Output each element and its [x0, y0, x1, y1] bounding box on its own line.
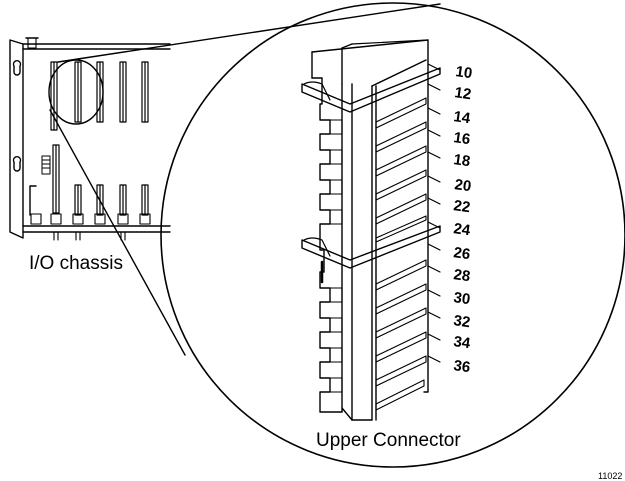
connector-top-face	[311, 43, 353, 85]
connector-contacts-upper	[375, 97, 427, 243]
pin-label: 28	[452, 266, 471, 285]
chassis-label: I/O chassis	[29, 253, 123, 274]
connector-contacts-lower	[375, 259, 427, 411]
pin-label: 24	[452, 220, 472, 239]
pin-label: 10	[454, 63, 473, 82]
chassis-zoom-circle	[48, 59, 104, 125]
chassis-feet	[30, 213, 151, 241]
connector-latch-lower	[301, 225, 441, 269]
pin-label: 34	[452, 333, 472, 352]
magnified-detail-circle	[160, 2, 625, 468]
chassis-grille-icon	[41, 155, 51, 175]
chassis-upper-slots	[50, 61, 149, 131]
pin-label: 14	[452, 108, 472, 127]
chassis-side-plate	[9, 39, 24, 239]
pin-label: 36	[452, 357, 471, 376]
pin-label: 32	[452, 312, 471, 331]
mounting-hole-top	[12, 60, 22, 76]
connector-back-wall	[311, 39, 429, 393]
pin-label: 20	[453, 176, 472, 195]
connector-latch-upper	[301, 67, 441, 113]
pin-label: 30	[452, 289, 471, 308]
connector-left-profile	[311, 77, 343, 413]
chassis-lower-slots	[52, 144, 149, 216]
pin-number-labels: 10 12 14 16 18 20 22 24 26 28 30 32 34 3…	[452, 63, 473, 376]
pin-label: 22	[452, 197, 471, 216]
pin-label: 12	[453, 84, 472, 103]
figure-number: 11022	[598, 471, 622, 481]
leader-line-top	[57, 3, 441, 63]
pin-label: 16	[452, 129, 471, 148]
mounting-hole-bottom	[12, 156, 22, 172]
upper-connector	[301, 39, 441, 421]
pin-label: 26	[452, 244, 471, 263]
io-chassis	[9, 37, 171, 241]
pin-label: 18	[452, 151, 471, 170]
connector-label: Upper Connector	[316, 430, 461, 451]
pin-ticks	[427, 63, 441, 363]
